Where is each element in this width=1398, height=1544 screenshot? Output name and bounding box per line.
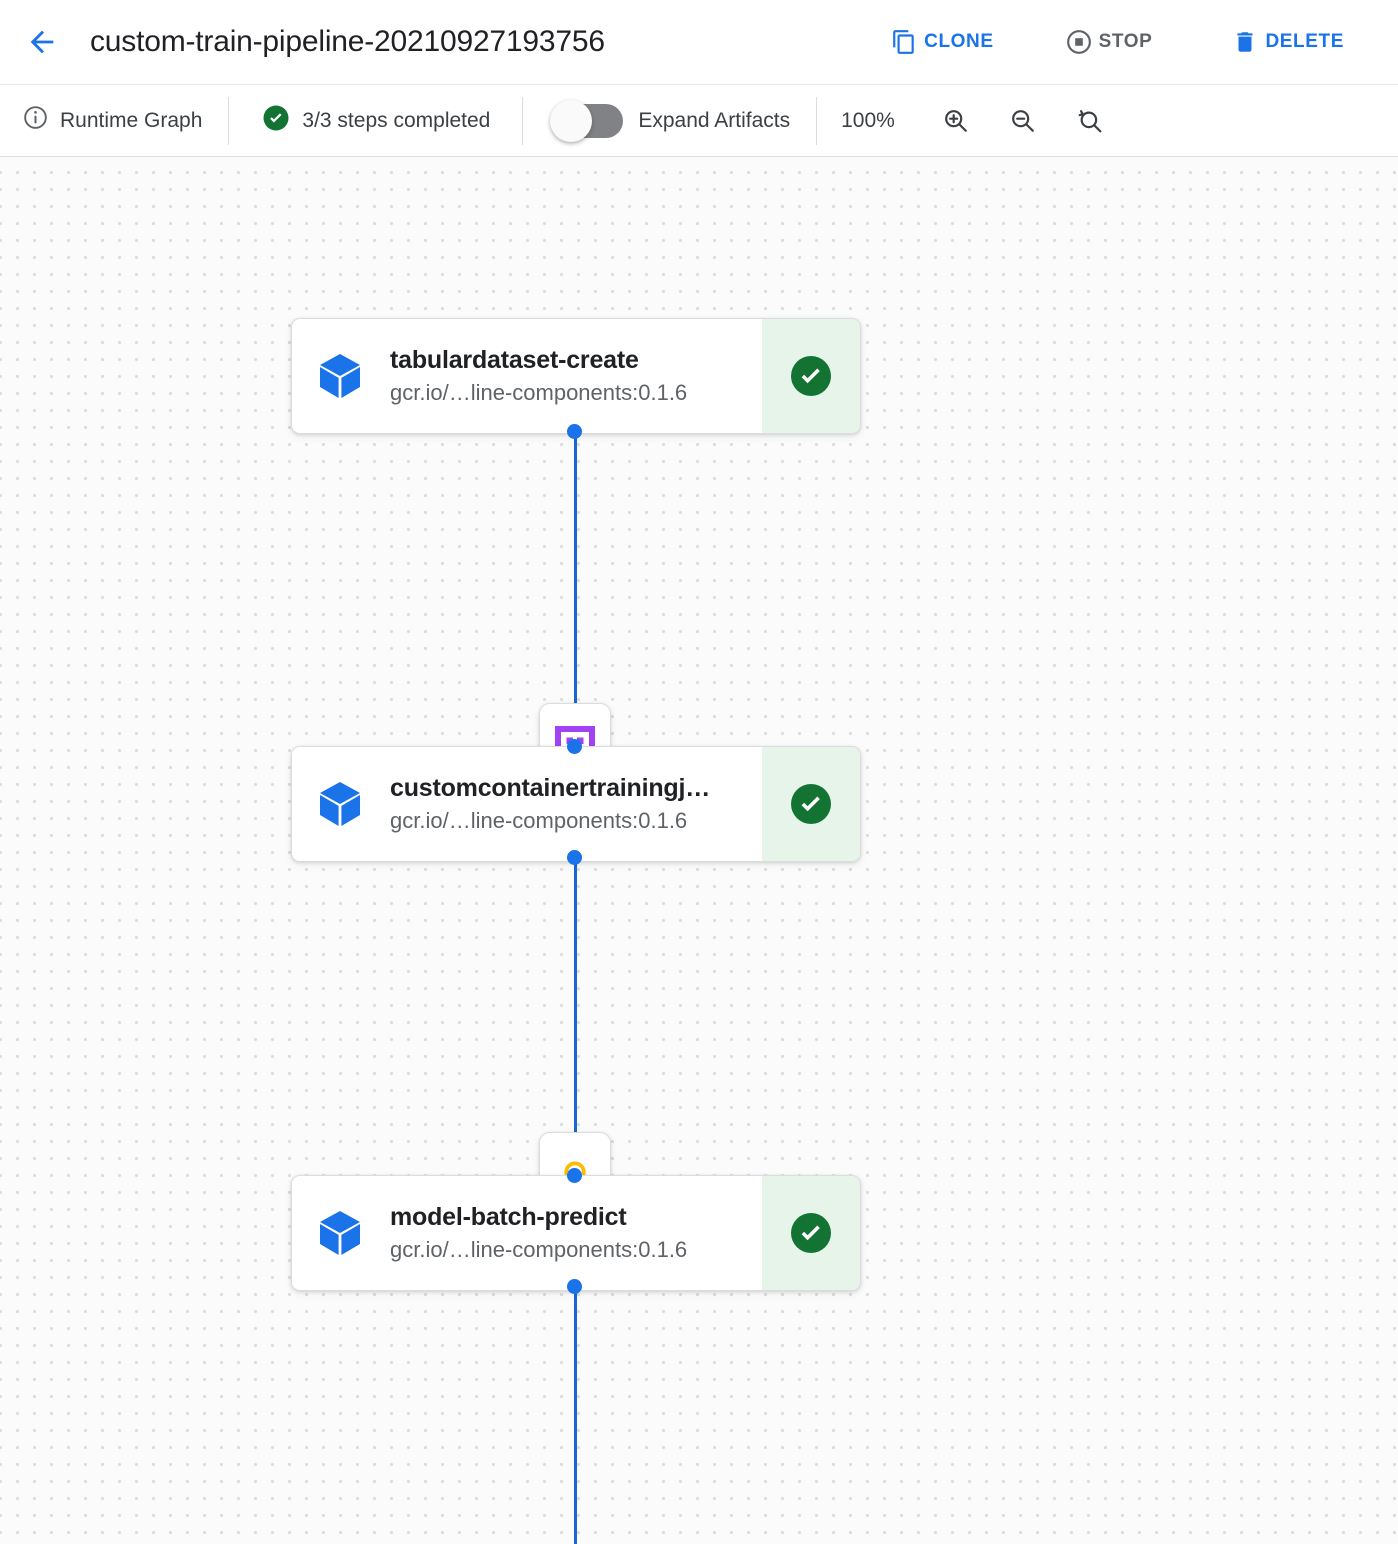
steps-status: 3/3 steps completed [229,103,522,139]
delete-button[interactable]: DELETE [1218,19,1358,65]
steps-status-label: 3/3 steps completed [302,108,491,132]
node-text: tabulardataset-create gcr.io/…line-compo… [390,345,687,407]
edge-node1-to-artifact1 [574,431,577,751]
toolbar-divider-3 [816,96,818,145]
zoom-in-button[interactable] [932,97,980,145]
expand-artifacts-control[interactable]: Expand Artifacts [523,99,816,142]
node-status-badge [762,747,860,861]
expand-artifacts-label: Expand Artifacts [638,108,791,132]
node-title: model-batch-predict [390,1203,627,1232]
zoom-level-label: 100% [841,108,895,132]
check-circle-icon [787,1209,835,1257]
zoom-controls: 100% [817,97,1132,145]
cube-icon [314,778,366,830]
expand-artifacts-toggle[interactable] [550,99,624,142]
zoom-reset-button[interactable] [1066,97,1114,145]
cube-icon [314,350,366,402]
pipeline-node-tabulardataset-create[interactable]: tabulardataset-create gcr.io/…line-compo… [291,318,861,434]
node-title: customcontainertrainingj… [390,774,711,803]
stop-button[interactable]: STOP [1052,19,1167,65]
trash-icon [1232,29,1258,55]
check-circle-icon [261,103,291,139]
node-subtitle: gcr.io/…line-components:0.1.6 [390,808,688,834]
node-output-port [567,424,582,439]
runtime-graph-selector[interactable]: Runtime Graph [0,104,228,137]
node-body: tabulardataset-create gcr.io/…line-compo… [292,319,762,433]
node-subtitle: gcr.io/…line-components:0.1.6 [390,380,688,406]
node-subtitle: gcr.io/…line-components:0.1.6 [390,1237,688,1263]
back-button[interactable] [14,14,70,70]
toggle-knob [550,99,593,142]
page-title: custom-train-pipeline-20210927193756 [90,25,605,58]
edge-node3-to-artifact3 [574,1287,577,1544]
node-body: model-batch-predict gcr.io/…line-compone… [292,1176,762,1290]
zoom-reset-icon [1075,106,1104,135]
graph-toolbar: Runtime Graph 3/3 steps completed Expand… [0,85,1398,157]
node-input-port [567,739,582,754]
node-body: customcontainertrainingj… gcr.io/…line-c… [292,747,762,861]
node-text: model-batch-predict gcr.io/…line-compone… [390,1202,687,1264]
check-circle-icon [787,780,835,828]
runtime-graph-label: Runtime Graph [60,108,203,132]
pipeline-node-customcontainertrainingjob[interactable]: customcontainertrainingj… gcr.io/…line-c… [291,746,861,862]
arrow-back-icon [25,25,59,59]
edge-node2-to-artifact2 [574,857,577,1179]
node-title: tabulardataset-create [390,346,639,375]
node-status-badge [762,1176,860,1290]
node-text: customcontainertrainingj… gcr.io/…line-c… [390,773,710,835]
stop-button-label: STOP [1098,31,1153,52]
delete-button-label: DELETE [1265,31,1344,52]
toolbar-divider-2 [522,96,524,145]
page-header: custom-train-pipeline-20210927193756 CLO… [0,0,1398,85]
zoom-out-button[interactable] [999,97,1047,145]
info-icon [22,104,49,137]
pipeline-graph-canvas[interactable]: tabulardataset-create gcr.io/…line-compo… [0,157,1398,1544]
stop-circle-icon [1066,29,1092,55]
header-actions: CLONE STOP DELETE [877,19,1358,65]
clone-button[interactable]: CLONE [877,19,1008,65]
pipeline-node-model-batch-predict[interactable]: model-batch-predict gcr.io/…line-compone… [291,1175,861,1291]
zoom-out-icon [1008,106,1037,135]
node-output-port [567,850,582,865]
cube-icon [314,1207,366,1259]
node-status-badge [762,319,860,433]
zoom-in-icon [941,106,970,135]
node-output-port [567,1279,582,1294]
check-circle-icon [787,352,835,400]
toolbar-divider-1 [228,96,230,145]
copy-icon [891,29,917,55]
node-input-port [567,1168,582,1183]
clone-button-label: CLONE [924,31,994,52]
